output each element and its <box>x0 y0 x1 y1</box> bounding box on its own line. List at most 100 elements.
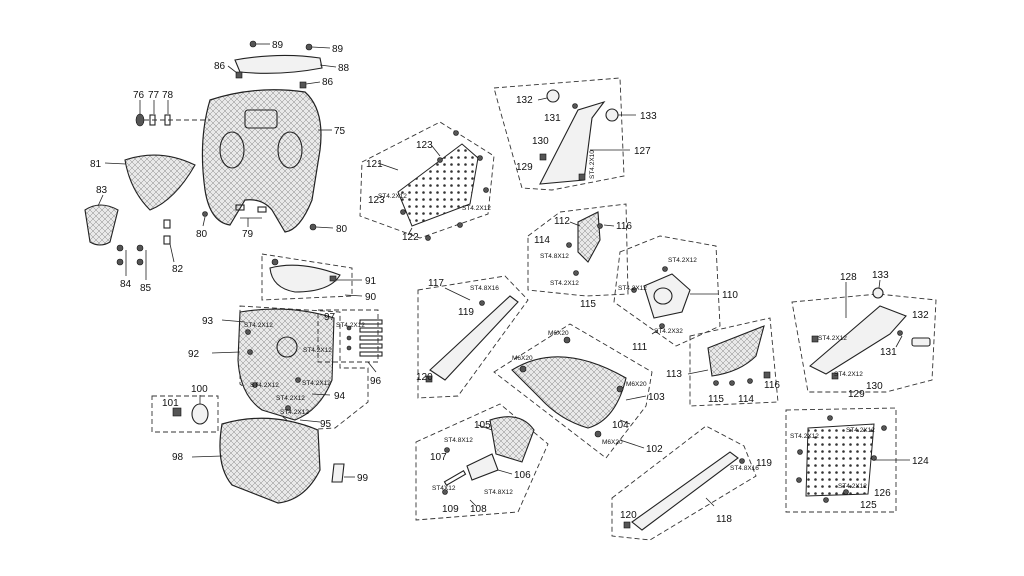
part-133-nut-top <box>605 108 619 122</box>
callout-123-left: 123 <box>368 195 385 206</box>
part-127-bracket <box>539 100 606 185</box>
callout-77: 77 <box>148 90 160 101</box>
part-102-floor <box>511 356 627 429</box>
callout-125: 125 <box>860 500 877 511</box>
callout-103: 103 <box>648 392 665 403</box>
callout-92: 92 <box>188 349 200 360</box>
callout-97: 97 <box>324 312 336 323</box>
callout-99: 99 <box>357 473 369 484</box>
spec-112-a: ST4.8X12 <box>540 253 569 260</box>
callout-90: 90 <box>365 292 377 303</box>
spec-118: ST4.8X16 <box>730 465 759 472</box>
spec-127: ST4.2X10 <box>589 150 596 179</box>
callout-114-top: 114 <box>534 235 550 246</box>
bracket-127-group <box>493 77 636 191</box>
callout-89-left: 89 <box>272 40 284 51</box>
spec-labels: ST4.2X12 ST4.2X12 ST4.2X12 ST4.2X12 ST4.… <box>244 150 875 496</box>
callout-121: 121 <box>366 159 383 170</box>
callout-120-left: 120 <box>416 372 433 383</box>
callout-110: 110 <box>722 290 738 301</box>
callout-106: 106 <box>514 470 531 481</box>
spec-left-panel-6: ST4.2X12 <box>280 409 309 416</box>
callout-115-top: 115 <box>580 299 596 310</box>
callout-104: 104 <box>612 420 629 431</box>
callout-83: 83 <box>96 185 108 196</box>
part-113-panel <box>707 325 765 377</box>
part-105-cover <box>489 416 535 463</box>
clip-86-left <box>235 71 243 79</box>
part-132-bolt-top <box>546 89 560 103</box>
callout-119-left: 119 <box>458 307 474 318</box>
spec-124-b: ST4.2X12 <box>846 427 875 434</box>
part-118-strip <box>631 451 739 531</box>
part-98-lower-body <box>219 417 321 504</box>
spec-105-a: ST4.8X12 <box>444 437 473 444</box>
part-112-group <box>527 203 629 297</box>
callout-129-top: 129 <box>516 162 533 173</box>
callout-88: 88 <box>338 63 350 74</box>
part-110-housing <box>643 273 691 319</box>
part-121-floor-mat <box>397 143 479 227</box>
spec-floor-d: M6X20 <box>602 439 623 446</box>
callout-101: 101 <box>162 398 179 409</box>
callout-labels: 89 89 88 86 86 76 77 78 75 81 83 80 79 8… <box>90 40 929 525</box>
part-92-inner-panel <box>237 308 335 421</box>
spec-117: ST4.8X16 <box>470 285 499 292</box>
callout-86-left: 86 <box>214 61 226 72</box>
spec-105-b: ST4X12 <box>432 485 456 492</box>
floor-panel-group <box>493 323 653 459</box>
spec-110-b: ST4.2X12 <box>618 285 647 292</box>
inner-panel-group <box>211 305 383 431</box>
callout-112: 112 <box>554 216 570 227</box>
spec-105-c: ST4.8X12 <box>484 489 513 496</box>
spec-mat-121-b: ST4.2X12 <box>462 205 491 212</box>
spec-floor-b: M6X20 <box>512 355 533 362</box>
floor-mat-121-group <box>359 121 495 241</box>
callout-98: 98 <box>172 452 184 463</box>
callout-85: 85 <box>140 283 152 294</box>
front-shield-group <box>84 40 337 280</box>
part-75-front-shield <box>201 89 322 233</box>
callout-78: 78 <box>162 90 174 101</box>
bolt-89-left <box>249 40 257 48</box>
part-83-emblem <box>84 204 119 246</box>
callout-119-right: 119 <box>756 458 772 469</box>
callout-80-left: 80 <box>196 229 208 240</box>
callout-107: 107 <box>430 452 447 463</box>
callout-127: 127 <box>634 146 651 157</box>
part-105-group <box>415 403 549 521</box>
spec-111: ST4.2X32 <box>654 328 683 335</box>
fasteners-76-78 <box>135 100 210 127</box>
bolt-89-right <box>305 43 313 51</box>
spec-110-a: ST4.2X12 <box>668 257 697 264</box>
side-strip-117-group <box>417 275 529 399</box>
callout-108: 108 <box>470 504 487 515</box>
callout-133-right: 133 <box>872 270 889 281</box>
part-100-knob <box>191 403 209 425</box>
callout-94: 94 <box>334 391 346 402</box>
part-96-screw-set <box>346 319 383 357</box>
spec-left-panel-3: ST4.2X12 <box>250 382 279 389</box>
part-128-bracket <box>809 305 907 375</box>
callout-95: 95 <box>320 419 332 430</box>
callout-114-bottom: 114 <box>738 394 754 405</box>
callout-133-top: 133 <box>640 111 657 122</box>
spec-left-panel-5: ST4.2X12 <box>276 395 305 402</box>
callout-113: 113 <box>666 369 682 380</box>
spec-left-panel-4: ST4.2X12 <box>302 380 331 387</box>
callout-96: 96 <box>370 376 382 387</box>
part-117-strip <box>429 295 519 381</box>
callout-89-right: 89 <box>332 44 344 55</box>
callout-128: 128 <box>840 272 857 283</box>
callout-132-top: 132 <box>516 95 533 106</box>
callout-117: 117 <box>428 278 444 289</box>
part-113-group <box>687 317 779 407</box>
part-90-bracket <box>269 264 341 293</box>
callout-109: 109 <box>442 504 459 515</box>
bracket-90-group <box>261 253 363 301</box>
part-81-panel <box>124 154 196 211</box>
callout-79: 79 <box>242 229 254 240</box>
callout-84: 84 <box>120 279 132 290</box>
callout-132-right: 132 <box>912 310 929 321</box>
